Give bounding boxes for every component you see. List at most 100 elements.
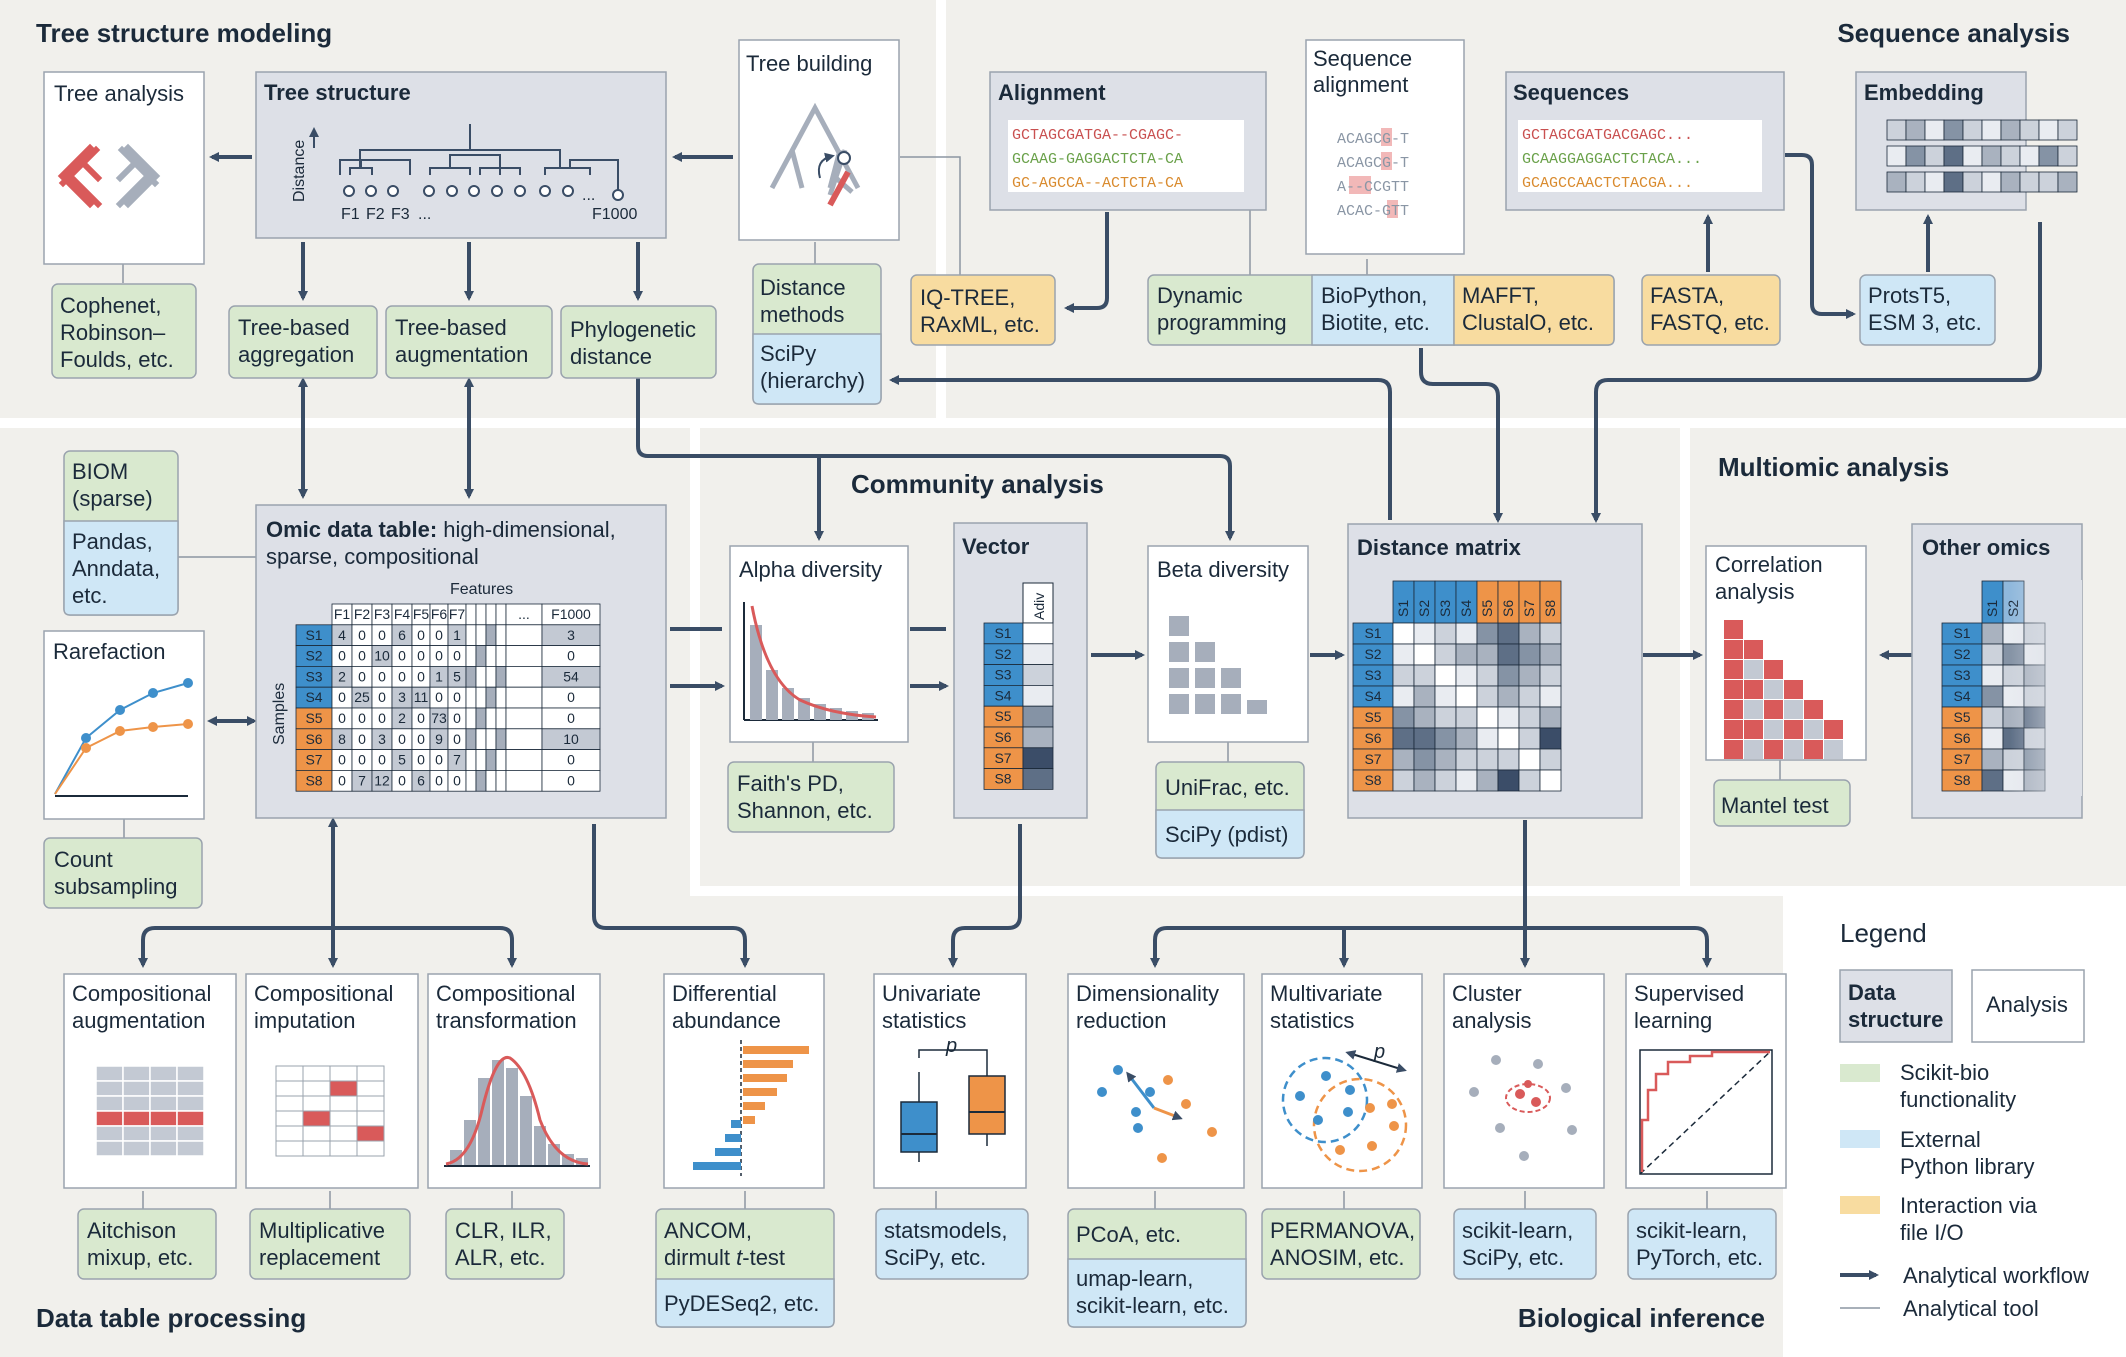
supervised-box: Supervised learning bbox=[1625, 973, 1787, 1189]
permanova-line: PERMANOVA, bbox=[1270, 1218, 1415, 1243]
diff-line: Differential bbox=[672, 981, 777, 1006]
comp-aug-line: augmentation bbox=[72, 1008, 205, 1033]
mafft-line: ClustalO, etc. bbox=[1462, 310, 1594, 335]
dynamic-line: programming bbox=[1157, 310, 1287, 335]
sequences-row: GCAGCCAACTCTACGA... bbox=[1522, 175, 1693, 192]
corr-cell bbox=[1724, 740, 1743, 759]
value-cell bbox=[505, 770, 543, 792]
matrix-cell bbox=[1497, 769, 1520, 792]
vector-value-cell bbox=[1022, 664, 1054, 686]
corr-cell bbox=[1724, 660, 1743, 679]
value-cell bbox=[505, 728, 543, 750]
corr-cell bbox=[1764, 720, 1783, 739]
value-cell bbox=[495, 728, 507, 750]
matrix-row-label: S7 bbox=[1364, 751, 1381, 767]
omics-cell bbox=[1981, 622, 2004, 645]
aug-cell bbox=[149, 1065, 178, 1082]
matrix-cell bbox=[1518, 643, 1541, 666]
matrix-cell bbox=[1539, 706, 1562, 729]
value-label: 2 bbox=[338, 668, 346, 684]
imp-cell bbox=[275, 1095, 304, 1112]
prots-line: ProtsT5, bbox=[1868, 283, 1951, 308]
alignment-row: GCAAG-GAGGACTCTA-CA bbox=[1012, 151, 1183, 168]
clr-line: ALR, etc. bbox=[455, 1245, 545, 1270]
value-label: 0 bbox=[435, 752, 443, 768]
imp-cell bbox=[275, 1140, 304, 1157]
aggregation-line: aggregation bbox=[238, 342, 354, 367]
seq-align-title: alignment bbox=[1313, 72, 1408, 97]
corr-cell bbox=[1824, 740, 1843, 759]
aug-cell bbox=[122, 1095, 151, 1112]
matrix-col-label: S5 bbox=[1479, 600, 1495, 617]
value-label: 12 bbox=[374, 772, 390, 788]
tree-structure-title: Tree structure bbox=[264, 80, 411, 105]
comp-trans-line: transformation bbox=[436, 1008, 577, 1033]
fasta-box: FASTA, FASTQ, etc. bbox=[1641, 274, 1781, 346]
value-label: 7 bbox=[358, 772, 366, 788]
corr-cell bbox=[1724, 620, 1743, 639]
sample-label: S5 bbox=[305, 710, 322, 726]
value-cell bbox=[475, 645, 487, 667]
embed-cell bbox=[2000, 145, 2021, 167]
omics-cell bbox=[1981, 685, 2004, 708]
matrix-cell bbox=[1497, 685, 1520, 708]
diff-line: abundance bbox=[672, 1008, 781, 1033]
value-cell bbox=[475, 728, 487, 750]
phylo-line: distance bbox=[570, 344, 652, 369]
legend-skbio: functionality bbox=[1900, 1087, 2016, 1112]
leaf-label: F1 bbox=[341, 206, 360, 223]
leaf-label: F3 bbox=[391, 206, 410, 223]
imp-cell bbox=[275, 1065, 304, 1082]
corr-cell bbox=[1724, 720, 1743, 739]
correlation-grid bbox=[1724, 620, 1843, 759]
embed-cell bbox=[2038, 171, 2059, 193]
aug-cell bbox=[95, 1140, 124, 1157]
matrix-cell bbox=[1413, 706, 1436, 729]
statsmodels-line: statsmodels, bbox=[884, 1218, 1008, 1243]
imp-cell bbox=[275, 1125, 304, 1142]
value-cell bbox=[475, 666, 487, 688]
pandas-line: Pandas, bbox=[72, 529, 153, 554]
value-label: 0 bbox=[398, 648, 406, 664]
matrix-cell bbox=[1413, 685, 1436, 708]
aitchison-line: Aitchison bbox=[87, 1218, 176, 1243]
leaf-label: F1000 bbox=[592, 206, 637, 223]
correlation-line: analysis bbox=[1715, 579, 1794, 604]
value-cell bbox=[475, 707, 487, 730]
matrix-cell bbox=[1497, 748, 1520, 771]
embed-cell bbox=[1905, 119, 1926, 141]
faith-line: Shannon, etc. bbox=[737, 798, 873, 823]
value-label: 9 bbox=[435, 731, 443, 747]
biopython-line: BioPython, bbox=[1321, 283, 1427, 308]
multiplicative-box: Multiplicative replacement bbox=[249, 1208, 411, 1280]
seq-align-row: A--CCGTT bbox=[1337, 179, 1409, 196]
aug-cell bbox=[122, 1065, 151, 1082]
vector-sample-label: S2 bbox=[994, 646, 1011, 662]
matrix-cell bbox=[1392, 685, 1415, 708]
matrix-cell bbox=[1518, 622, 1541, 645]
value-label: 0 bbox=[378, 710, 386, 726]
col-header-label: ... bbox=[518, 606, 530, 622]
matrix-cell bbox=[1455, 622, 1478, 645]
vector-value-cell bbox=[1022, 768, 1054, 790]
statsmodels-box: statsmodels, SciPy, etc. bbox=[875, 1208, 1029, 1280]
value-label: 0 bbox=[453, 731, 461, 747]
p-label-2: p bbox=[1373, 1041, 1385, 1063]
value-cell bbox=[485, 707, 497, 730]
matrix-cell bbox=[1476, 643, 1499, 666]
value-label: 7 bbox=[453, 752, 461, 768]
value-cell bbox=[465, 707, 477, 730]
legend: Legend Data structure Analysis Scikit-bi… bbox=[1839, 918, 2089, 1321]
legend-title: Legend bbox=[1840, 918, 1927, 948]
value-label: 0 bbox=[358, 731, 366, 747]
tree-building-box: Tree building bbox=[738, 39, 900, 241]
univ-line: Univariate bbox=[882, 981, 981, 1006]
value-label: 73 bbox=[431, 710, 447, 726]
value-label: 0 bbox=[338, 648, 346, 664]
value-cell bbox=[465, 770, 477, 792]
embed-cell bbox=[1962, 171, 1983, 193]
matrix-cell bbox=[1518, 706, 1541, 729]
value-label: 25 bbox=[354, 689, 370, 705]
scipy-pdist-line: SciPy (pdist) bbox=[1165, 822, 1288, 847]
